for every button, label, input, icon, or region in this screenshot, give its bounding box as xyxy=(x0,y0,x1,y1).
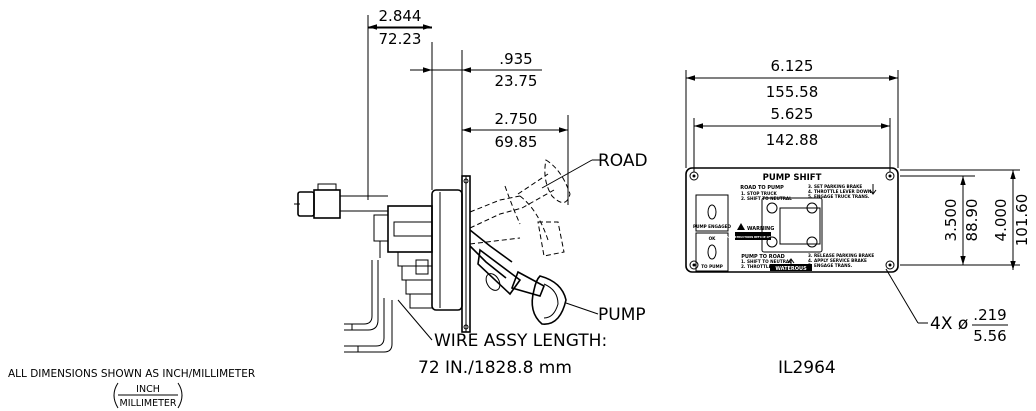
unit-fraction-top: INCH xyxy=(136,384,160,395)
panel-plate xyxy=(461,175,471,333)
road-to-pump-step-4: 4. THROTTLE LEVER DOWN xyxy=(808,189,872,194)
front-view: 6.125 155.58 5.625 142.88 3.500 88.90 4.… xyxy=(685,57,1031,345)
pump-shift-plate: PUMP SHIFT ROAD TO PUMP 1. STOP TRUCK 2.… xyxy=(685,167,899,273)
unit-fraction-bottom: MILLIMETER xyxy=(120,398,177,409)
dim-handle-inch: 2.750 xyxy=(495,110,538,128)
indicator-bottom-top: OK xyxy=(709,236,717,241)
figure-id: IL2964 xyxy=(778,358,836,378)
dim-overall-mm: 72.23 xyxy=(379,30,422,48)
hole-dim-mm: 5.56 xyxy=(973,327,1006,345)
pump-to-road-step-5: 5. ENGAGE TRANS. xyxy=(808,263,853,268)
wire-length-line2: 72 IN./1828.8 mm xyxy=(418,358,572,378)
pump-to-road-step-4: 4. APPLY SERVICE BRAKE xyxy=(808,258,867,263)
dim-hole-height-mm: 88.90 xyxy=(963,199,981,242)
indicator-top xyxy=(695,194,729,232)
hole-dim-inch: .219 xyxy=(973,306,1006,324)
brand-name: WATEROUS xyxy=(775,266,807,272)
dim-handle-length: 2.750 69.85 xyxy=(462,110,568,151)
handle-road-position xyxy=(469,159,571,257)
dim-hole-width: 5.625 142.88 xyxy=(694,105,890,149)
road-label: ROAD xyxy=(598,151,648,171)
pump-to-road-heading: PUMP TO ROAD xyxy=(741,254,785,260)
arrow-down-icon xyxy=(869,184,877,195)
dim-outer-height: 4.000 101.60 xyxy=(992,170,1031,270)
warning-heading: WARNING xyxy=(747,226,774,232)
pump-leader xyxy=(565,302,599,315)
dim-hole-height: 3.500 88.90 xyxy=(942,176,981,265)
dim-handle-mm: 69.85 xyxy=(495,133,538,151)
dim-hole-width-inch: 5.625 xyxy=(771,105,814,123)
switch-window xyxy=(779,207,821,245)
dim-outer-width: 6.125 155.58 xyxy=(686,57,898,101)
pump-to-road-step-1: 1. SHIFT TO NEUTRAL xyxy=(741,259,792,264)
road-to-pump-step-5: 5. ENGAGE TRUCK TRANS. xyxy=(808,194,870,199)
notes: ALL DIMENSIONS SHOWN AS INCH/MILLIMETER … xyxy=(8,358,836,409)
warning-label: WARNING READ INSTRUCTIONS BEFORE OPERATI… xyxy=(723,223,784,240)
wire-harness xyxy=(344,260,393,353)
dim-outer-width-inch: 6.125 xyxy=(771,57,814,75)
dim-outer-width-mm: 155.58 xyxy=(766,83,819,101)
side-view: 2.844 72.23 .935 23.75 2.750 69.85 xyxy=(294,7,648,378)
pump-to-road-step-3: 3. RELEASE PARKING BRAKE xyxy=(808,253,874,258)
road-to-pump-step-3: 3. SET PARKING BRAKE xyxy=(808,184,862,189)
pump-to-road-step-2: 2. THROTTLE LEVER UP xyxy=(741,264,796,269)
dim-panel-depth: .935 23.75 xyxy=(410,50,542,90)
dim-overall-inch: 2.844 xyxy=(379,7,422,25)
wire-connector xyxy=(294,183,388,219)
wire-leader xyxy=(397,299,433,341)
paren-right xyxy=(177,382,183,409)
plate-title: PUMP SHIFT xyxy=(763,173,822,183)
warning-text: READ INSTRUCTIONS BEFORE OPERATING xyxy=(723,235,784,239)
road-to-pump-heading: ROAD TO PUMP xyxy=(740,185,784,191)
dim-outer-height-mm: 101.60 xyxy=(1013,194,1031,247)
road-leader xyxy=(541,159,593,189)
indicator-bottom xyxy=(695,232,729,272)
dim-panel-inch: .935 xyxy=(499,50,532,68)
switch-body xyxy=(373,189,463,311)
dim-hole-height-inch: 3.500 xyxy=(942,199,960,242)
paren-left xyxy=(113,382,119,409)
warning-triangle-icon xyxy=(737,223,745,230)
units-note: ALL DIMENSIONS SHOWN AS INCH/MILLIMETER xyxy=(8,368,255,380)
switch-cutout xyxy=(761,197,823,253)
wire-length-line1: WIRE ASSY LENGTH: xyxy=(434,331,607,351)
mounting-holes xyxy=(689,171,895,270)
handle-pump-position xyxy=(469,229,567,325)
hole-callout: 4X ø .219 5.56 xyxy=(885,268,1008,345)
dim-overall-depth: 2.844 72.23 xyxy=(368,7,432,48)
indicator-top-label: PUMP ENGAGED xyxy=(693,224,732,229)
dim-outer-height-inch: 4.000 xyxy=(992,199,1010,242)
road-to-pump-step-1: 1. STOP TRUCK xyxy=(741,191,777,196)
indicator-bottom-label: TO PUMP xyxy=(701,264,723,269)
dim-panel-mm: 23.75 xyxy=(495,72,538,90)
brand-badge xyxy=(770,264,812,271)
dim-hole-width-mm: 142.88 xyxy=(766,131,819,149)
pump-label: PUMP xyxy=(598,305,646,325)
hole-callout-prefix: 4X ø xyxy=(930,314,968,334)
